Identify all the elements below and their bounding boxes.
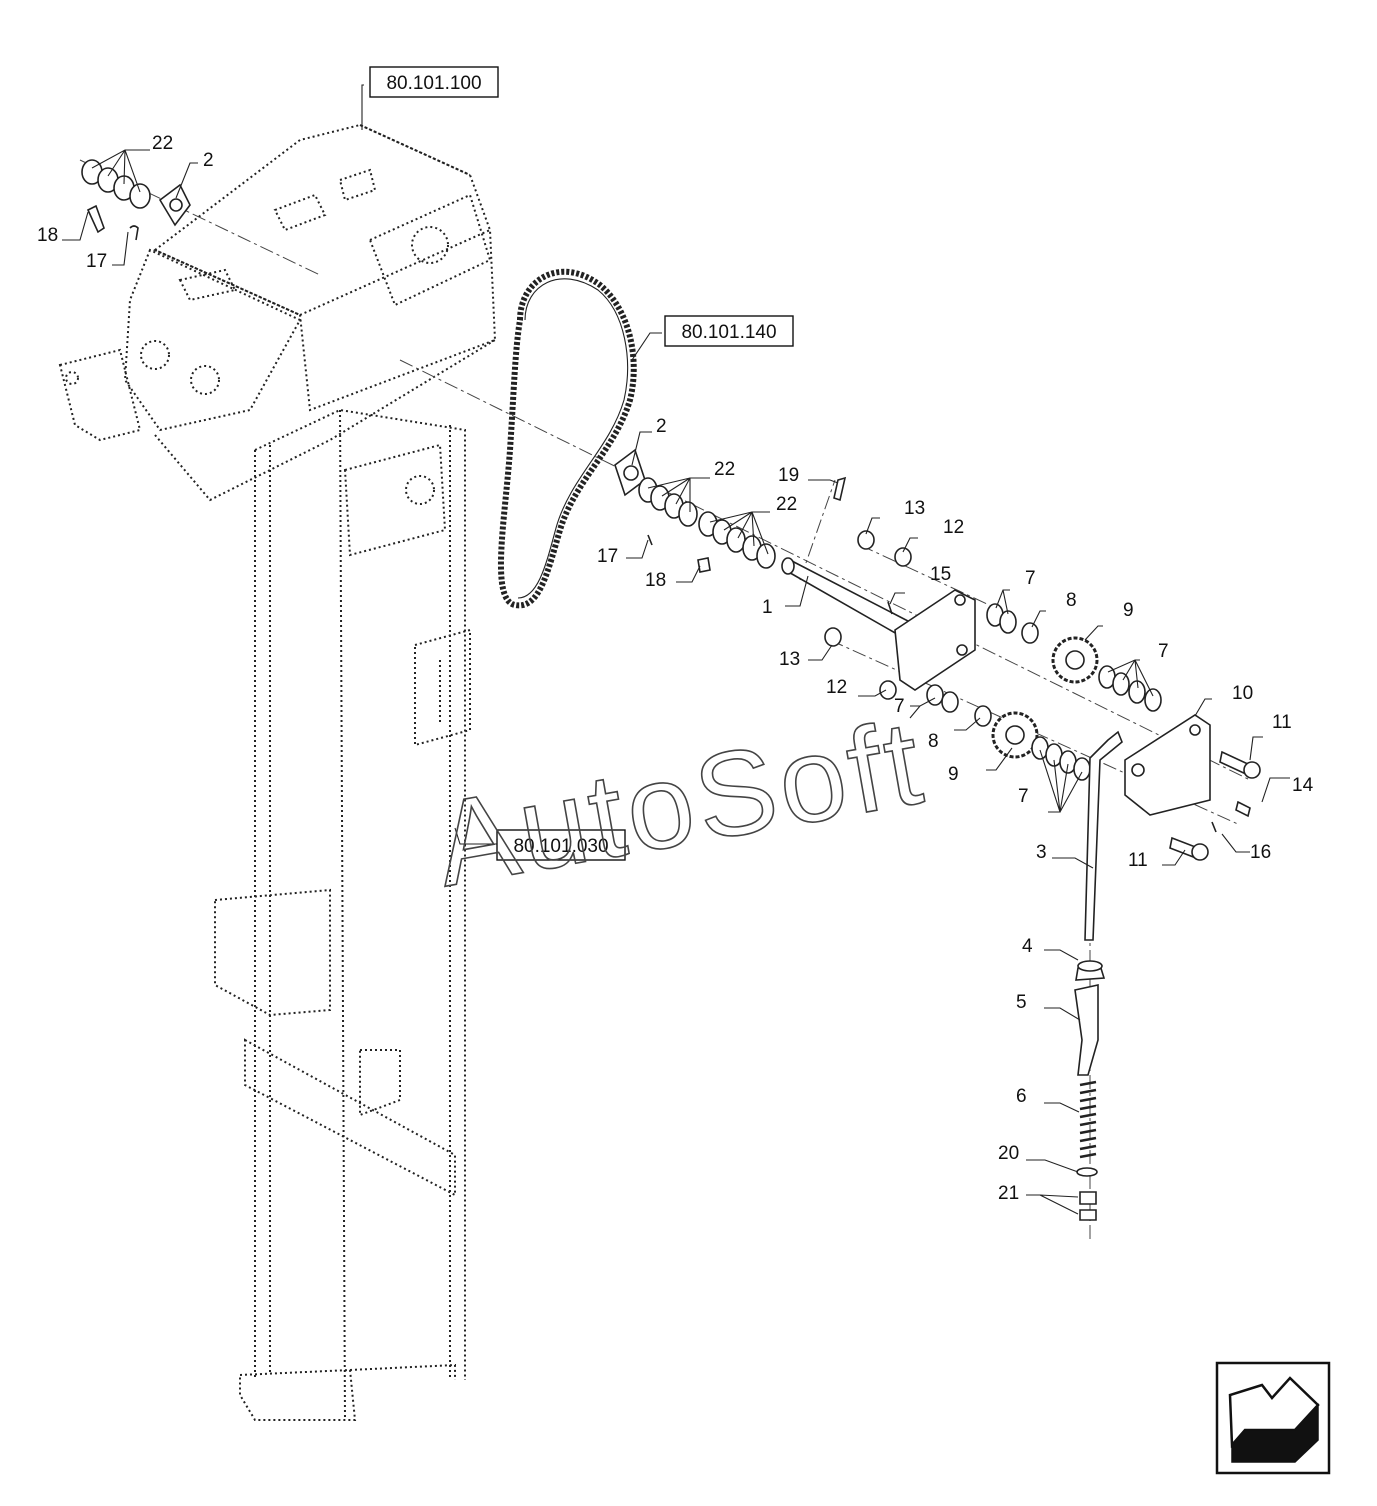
callout-7: 7 [1025,568,1036,589]
callout-22: 22 [152,133,173,154]
callout-12: 12 [826,677,847,698]
callout-12: 12 [943,517,964,538]
callout-14: 14 [1292,775,1314,796]
callout-20: 20 [998,1143,1019,1164]
callout-9: 9 [1123,600,1134,621]
callout-21: 21 [998,1183,1019,1204]
callout-19: 19 [778,465,799,486]
drive-chain [497,268,637,609]
exploded-parts [81,159,1261,1221]
callout-15: 15 [930,564,951,585]
callout-13: 13 [779,649,800,670]
reference-box-80-101-140[interactable]: 80.101.140 [664,315,794,347]
callout-1: 1 [762,597,773,618]
callout-5: 5 [1016,992,1027,1013]
spring [1079,1080,1097,1159]
leader-lines [62,84,1290,1215]
callout-22: 22 [714,459,735,480]
watermark-text: AutoSoft [426,695,934,912]
callout-4: 4 [1022,936,1033,957]
washers-middle [638,477,776,569]
callout-9: 9 [948,764,959,785]
callout-7: 7 [894,696,905,717]
callout-16: 16 [1250,842,1271,863]
callout-3: 3 [1036,842,1047,863]
callout-6: 6 [1016,1086,1027,1107]
ref-label: 80.101.140 [681,322,776,343]
arrow-back-icon[interactable] [1215,1361,1331,1475]
callout-11: 11 [1128,850,1148,871]
callout-2: 2 [656,416,667,437]
callout-2: 2 [203,150,214,171]
callout-7: 7 [1018,786,1029,807]
reference-box-80-101-100[interactable]: 80.101.100 [369,66,499,98]
reference-box-80-101-030[interactable]: 80.101.030 [496,829,626,861]
sprocket-upper [1051,636,1099,684]
ref-label: 80.101.100 [386,73,481,94]
callout-17: 17 [86,251,107,272]
callout-7: 7 [1158,641,1169,662]
callout-17: 17 [597,546,618,567]
sprocket-lower [991,711,1039,759]
washers-upper-left [81,159,151,209]
callout-18: 18 [645,570,666,591]
callout-labels: 22 2 18 17 2 22 22 19 13 12 17 18 15 7 8… [37,133,1314,1204]
callout-22: 22 [776,494,797,515]
callout-8: 8 [928,731,939,752]
callout-8: 8 [1066,590,1077,611]
callout-10: 10 [1232,683,1253,704]
ref-label: 80.101.030 [513,836,608,857]
callout-13: 13 [904,498,925,519]
elevator-assembly [58,123,497,1421]
callout-18: 18 [37,225,58,246]
callout-11: 11 [1272,712,1292,733]
